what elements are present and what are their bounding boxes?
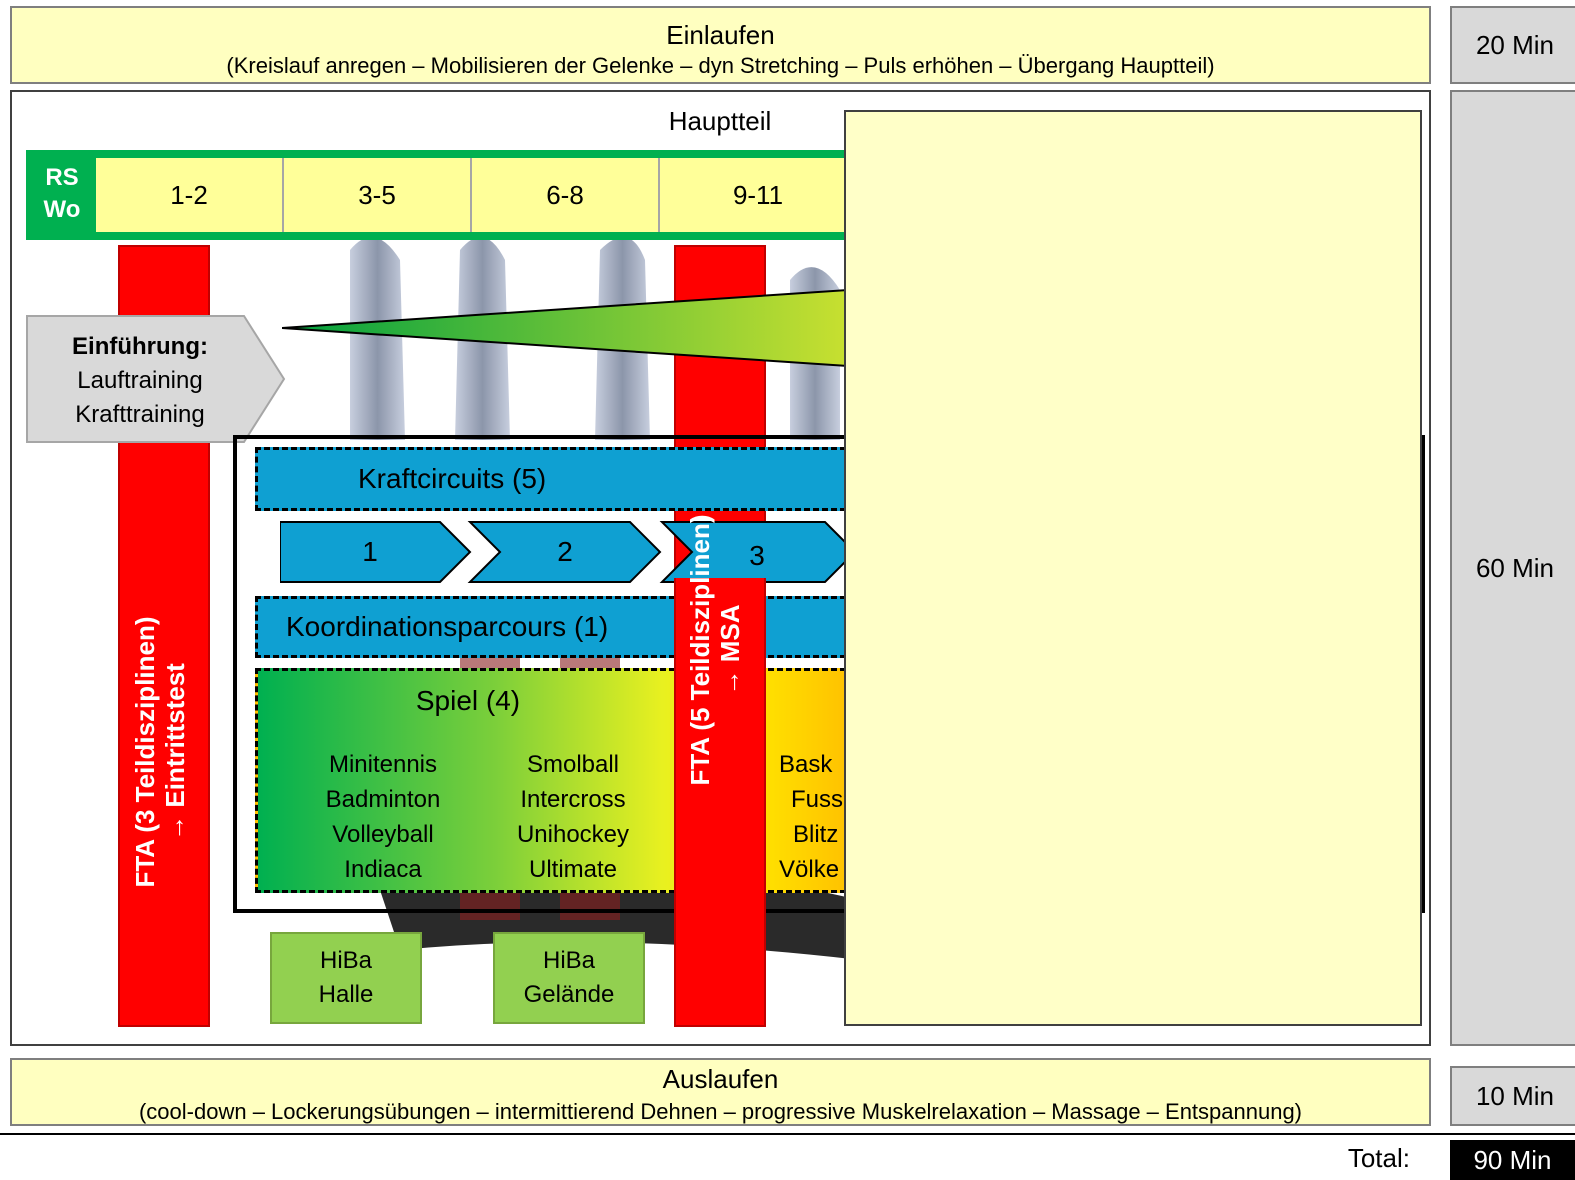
spiel-column-3: Bask Fuss Blitz Völke bbox=[779, 751, 844, 883]
rs-label: RS Wo bbox=[43, 164, 81, 223]
program-box bbox=[233, 435, 1425, 913]
week-cell: 9-11 bbox=[660, 158, 856, 232]
total-value: 90 Min bbox=[1450, 1140, 1575, 1180]
chevron-3 bbox=[659, 521, 857, 583]
chevron-1 bbox=[280, 521, 472, 583]
week-cell: 6-8 bbox=[472, 158, 660, 232]
einlaufen-section: Einlaufen (Kreislauf anregen – Mobilisie… bbox=[10, 6, 1431, 84]
fta-1-label: FTA (3 Teildisziplinen) → Eintrittstest bbox=[130, 616, 190, 888]
auslaufen-duration: 10 Min bbox=[1450, 1066, 1575, 1126]
auslaufen-title: Auslaufen bbox=[662, 1064, 779, 1094]
cover-panel bbox=[844, 110, 1422, 1026]
rs-header-row: RS Wo 1-2 3-5 6-8 9-11 bbox=[26, 150, 856, 240]
hiba-gelaende-box: HiBa Gelände bbox=[493, 932, 645, 1024]
chevron-2-label: 2 bbox=[557, 536, 573, 567]
auslaufen-section: Auslaufen (cool-down – Lockerungsübungen… bbox=[10, 1058, 1431, 1126]
chevron-2 bbox=[467, 521, 662, 583]
fta-2-label-overlay: FTA (5 Teildisziplinen) → MSA bbox=[685, 514, 745, 786]
spiel-column-2: Smolball Intercross Unihockey Ultimate bbox=[516, 751, 630, 883]
hiba-halle-box: HiBa Halle bbox=[270, 932, 422, 1024]
week-cell: 1-2 bbox=[96, 158, 284, 232]
auslaufen-subtitle: (cool-down – Lockerungsübungen – intermi… bbox=[138, 1099, 1303, 1124]
week-cell: 3-5 bbox=[284, 158, 472, 232]
total-divider bbox=[0, 1133, 1575, 1135]
einfuehrung-arrow-shape bbox=[26, 315, 286, 443]
progression-wedge bbox=[282, 288, 848, 368]
total-label: Total: bbox=[1347, 1143, 1410, 1173]
hauptteil-duration: 60 Min bbox=[1450, 90, 1575, 1046]
einfuehrung-label: Einführung: Lauftraining Krafttraining bbox=[72, 333, 208, 428]
einlaufen-subtitle: (Kreislauf anregen – Mobilisieren der Ge… bbox=[226, 53, 1215, 78]
fta-msa-bar-overlay bbox=[674, 578, 766, 1027]
spiel-column-1: Minitennis Badminton Volleyball Indiaca bbox=[325, 751, 441, 883]
hauptteil-title: Hauptteil bbox=[668, 106, 772, 136]
circuit-chevrons bbox=[280, 521, 857, 583]
chevron-1-label: 1 bbox=[362, 536, 378, 567]
chevron-3-label: 3 bbox=[749, 540, 765, 571]
spiel-title: Spiel (4) bbox=[415, 685, 521, 716]
kraftcircuits-bar: Kraftcircuits (5) bbox=[255, 447, 855, 511]
einlaufen-title: Einlaufen bbox=[666, 20, 775, 50]
einlaufen-duration: 20 Min bbox=[1450, 6, 1575, 84]
